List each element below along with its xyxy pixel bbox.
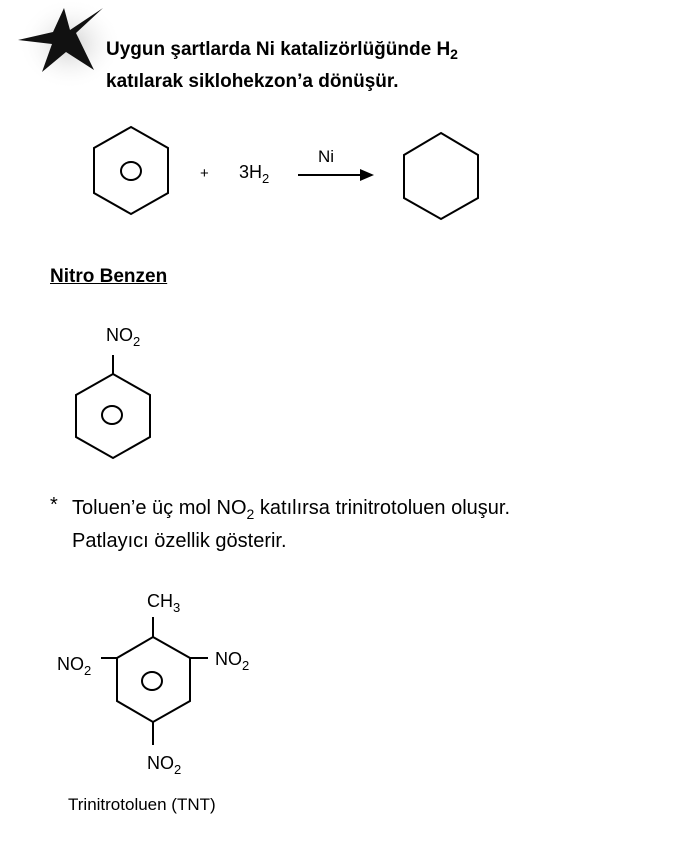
reaction-arrow	[298, 169, 374, 181]
catalyst-label: Ni	[318, 147, 335, 166]
note-line-1: Toluen’e üç mol NO2 katılırsa trinitroto…	[72, 497, 511, 522]
intro-text: Uygun şartlarda Ni katalizörlüğünde H2 k…	[106, 34, 458, 98]
nitrobenzene-ring	[75, 355, 151, 460]
section-heading: Nitro Benzen	[50, 266, 168, 287]
intro-line-1: Uygun şartlarda Ni katalizörlüğünde H2	[106, 39, 458, 62]
nitro-group-label: NO2	[106, 325, 141, 349]
star-icon	[18, 0, 118, 90]
intro-line-2: katılarak siklohekzon’a dönüşür.	[106, 71, 399, 92]
note-line-2: Patlayıcı özellik gösterir.	[72, 530, 287, 552]
note-text: Toluen’e üç mol NO2 katılırsa trinitroto…	[72, 492, 510, 558]
cyclohexane-ring	[403, 131, 479, 221]
left-nitro-label: NO2	[57, 654, 92, 678]
tnt-ring	[101, 617, 208, 745]
methyl-group-label: CH3	[147, 591, 181, 615]
tnt-caption: Trinitrotoluen (TNT)	[68, 795, 216, 814]
note-bullet: *	[50, 494, 58, 516]
benzene-ring	[93, 125, 169, 216]
right-nitro-label: NO2	[215, 649, 250, 673]
plus-sign: +	[200, 165, 209, 182]
bottom-nitro-label: NO2	[147, 753, 182, 777]
reagent-label: 3H2	[239, 162, 270, 186]
